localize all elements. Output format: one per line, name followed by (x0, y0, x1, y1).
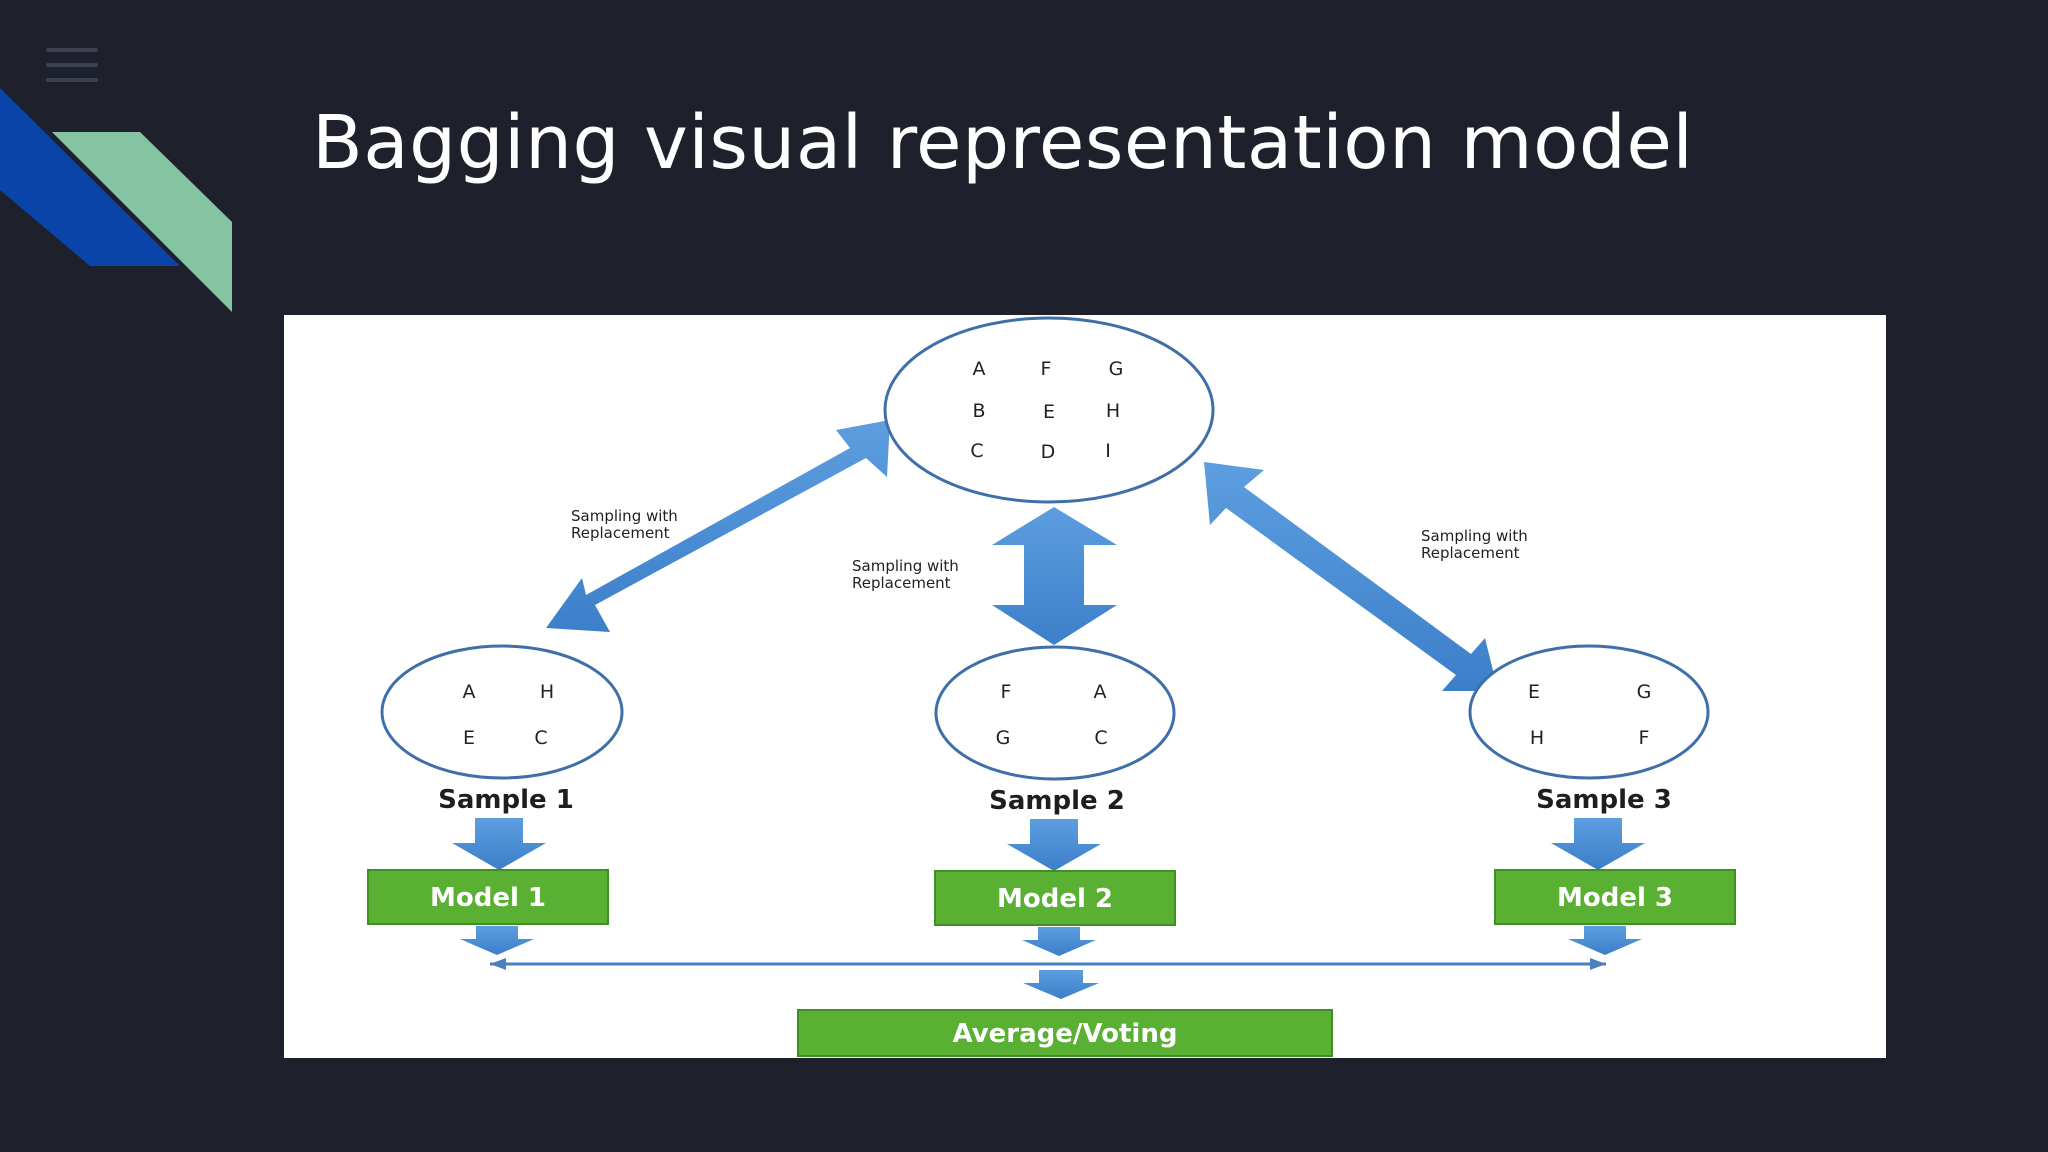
model-box (934, 870, 1176, 926)
menu-icon[interactable] (46, 48, 98, 84)
sample-letter: H (540, 681, 554, 703)
sample-label: Sample 3 (1536, 785, 1672, 815)
model-label: Model 3 (1557, 883, 1673, 913)
dataset-circle (883, 316, 1215, 504)
sample-3: E G H F Sample 3 Model 3 (1468, 644, 1736, 955)
model-to-output-arrow (1568, 926, 1642, 955)
sampling-arrow-middle (992, 507, 1117, 645)
menu-icon-bar (46, 48, 98, 52)
menu-icon-bar (46, 78, 98, 82)
aggregation-arrowhead-left (490, 958, 506, 970)
corner-decoration (0, 88, 232, 312)
dataset-letter: E (1043, 401, 1055, 423)
sample-circle (934, 645, 1176, 781)
model-to-output-arrow (1022, 927, 1096, 956)
edge-label-line: Replacement (852, 574, 951, 592)
edge-label-line: Sampling with (1421, 527, 1528, 545)
model-box (367, 869, 609, 925)
model-label: Model 1 (430, 883, 546, 913)
menu-icon-bar (46, 63, 98, 67)
sampling-arrow-right (1204, 462, 1498, 691)
dataset-letter: B (972, 400, 985, 422)
dataset-letter: D (1041, 441, 1056, 463)
sample-letter: F (1639, 727, 1650, 749)
model-label: Model 2 (997, 884, 1113, 914)
edge-label-line: Sampling with (852, 557, 959, 575)
sample-letter: E (463, 727, 475, 749)
dataset-letter: I (1105, 440, 1111, 462)
sample-letter: H (1530, 727, 1544, 749)
sampling-arrows (546, 420, 1498, 691)
sample-letter: A (463, 681, 476, 703)
bagging-diagram: A F G B E H C D I Sampling with Replacem… (367, 316, 1736, 1057)
sample-to-model-arrow (1007, 819, 1101, 871)
dataset-letter: H (1106, 400, 1120, 422)
sample-to-model-arrow (1551, 818, 1645, 870)
sample-circle (380, 644, 624, 780)
edge-label-line: Replacement (1421, 544, 1520, 562)
sample-2: F A G C Sample 2 Model 2 (934, 645, 1176, 956)
sample-1: A H E C Sample 1 Model 1 (367, 644, 624, 955)
dataset-letter: F (1041, 358, 1052, 380)
sample-letter: C (1094, 727, 1107, 749)
sample-letter: E (1528, 681, 1540, 703)
edge-label-line: Replacement (571, 524, 670, 542)
slide-title: Bagging visual representation model (312, 100, 1694, 186)
sample-label: Sample 2 (989, 786, 1125, 816)
output-label: Average/Voting (953, 1019, 1178, 1049)
model-to-output-arrow (460, 926, 534, 955)
sample-circle (1468, 644, 1710, 780)
edge-label-middle: Sampling with Replacement (852, 557, 959, 592)
aggregation-arrowhead-right (1590, 958, 1606, 970)
output-box (797, 1009, 1333, 1057)
sample-to-model-arrow (452, 818, 546, 870)
model-box (1494, 869, 1736, 925)
dataset-letter: C (970, 440, 983, 462)
edge-label-right: Sampling with Replacement (1421, 527, 1528, 562)
sampling-arrow-left (546, 420, 890, 632)
sample-label: Sample 1 (438, 785, 574, 815)
corner-stripe-blue (0, 88, 180, 266)
sample-letter: C (534, 727, 547, 749)
aggregation-line (490, 958, 1606, 970)
dataset-letter: G (1109, 358, 1124, 380)
sample-letter: G (1637, 681, 1652, 703)
edge-label-left: Sampling with Replacement (571, 507, 678, 542)
to-output-arrow (1023, 970, 1099, 999)
sample-letter: A (1094, 681, 1107, 703)
dataset-letter: A (973, 358, 986, 380)
diagram-panel: A F G B E H C D I Sampling with Replacem… (284, 315, 1886, 1058)
edge-label-line: Sampling with (571, 507, 678, 525)
sample-letter: F (1001, 681, 1012, 703)
sample-letter: G (996, 727, 1011, 749)
dataset-letters: A F G B E H C D I (970, 358, 1123, 463)
corner-stripe-green (52, 132, 232, 312)
